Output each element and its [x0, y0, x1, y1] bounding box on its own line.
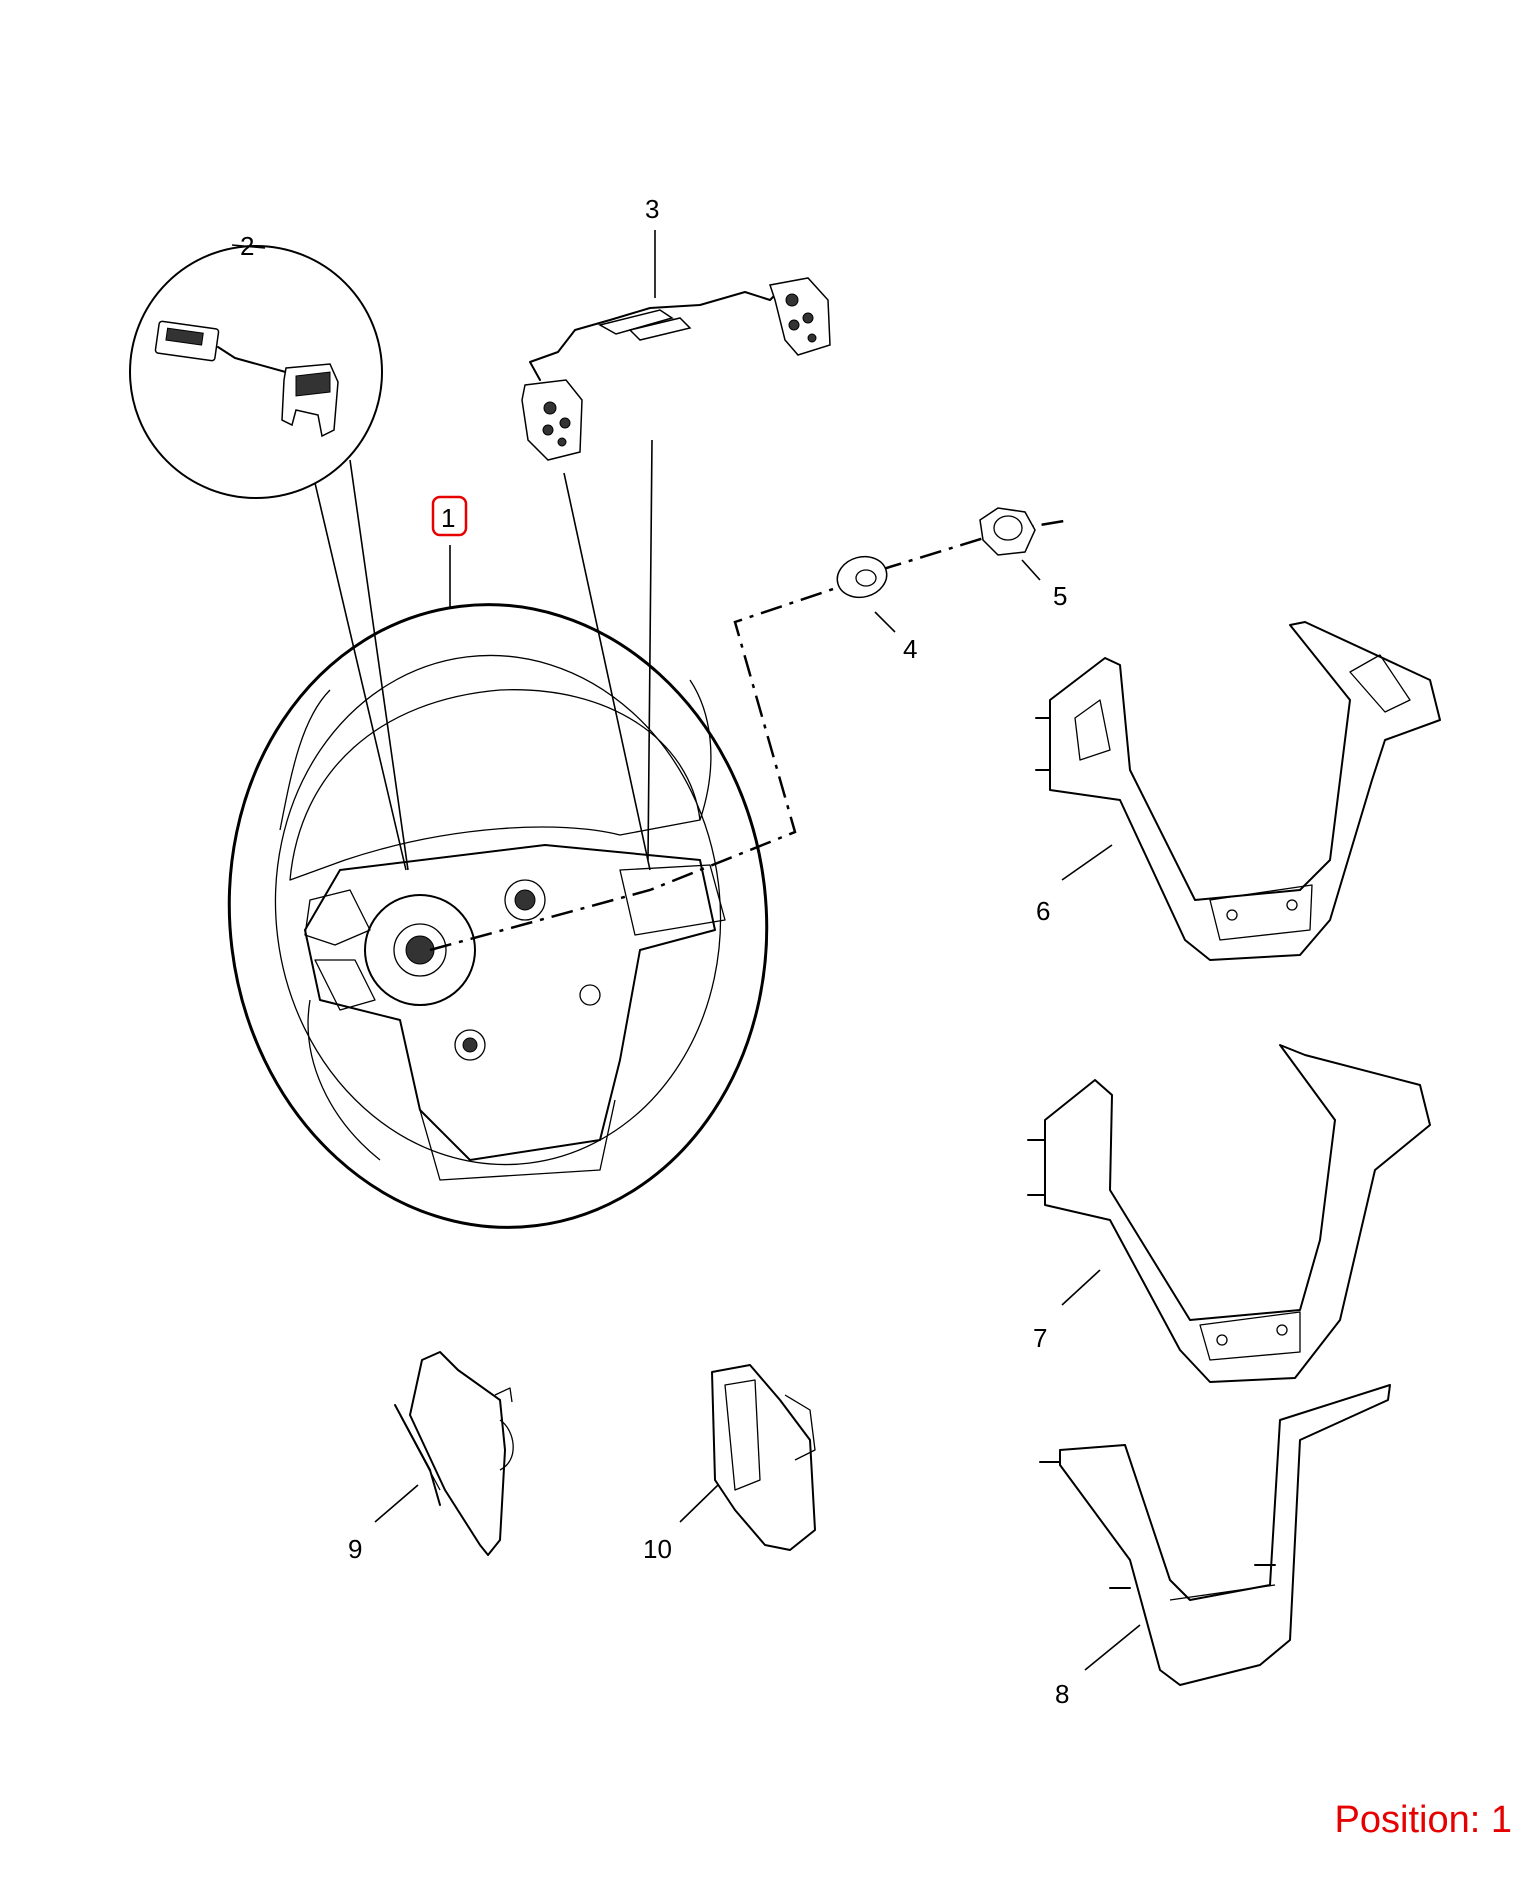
washer: 4: [836, 555, 917, 664]
callout-8[interactable]: 8: [1055, 1679, 1069, 1709]
connector-detail-view: 2: [129, 231, 409, 871]
centerline: [429, 518, 1071, 952]
selected-callout-box: [431, 495, 468, 537]
lower-trim-8: 8: [1039, 1384, 1391, 1709]
callout-5[interactable]: 5: [1053, 581, 1067, 611]
trim-bezel-7: 7: [1027, 1044, 1431, 1383]
callout-3[interactable]: 3: [645, 194, 659, 224]
callout-6[interactable]: 6: [1036, 896, 1050, 926]
position-indicator: Position: 1: [1334, 1799, 1512, 1841]
callout-1[interactable]: 1: [441, 503, 455, 533]
switch-module-10: 10: [643, 1364, 816, 1564]
nut: 5: [979, 507, 1067, 611]
callout-7[interactable]: 7: [1033, 1323, 1047, 1353]
callout-9[interactable]: 9: [348, 1534, 362, 1564]
callout-2[interactable]: 2: [240, 231, 254, 261]
trim-bezel-6: 6: [1035, 621, 1441, 961]
callout-4[interactable]: 4: [903, 634, 917, 664]
steering-wheel: 1: [227, 495, 769, 1229]
switch-harness: 3: [521, 194, 831, 871]
callout-10[interactable]: 10: [643, 1534, 672, 1564]
side-cover-9: 9: [348, 1351, 514, 1564]
